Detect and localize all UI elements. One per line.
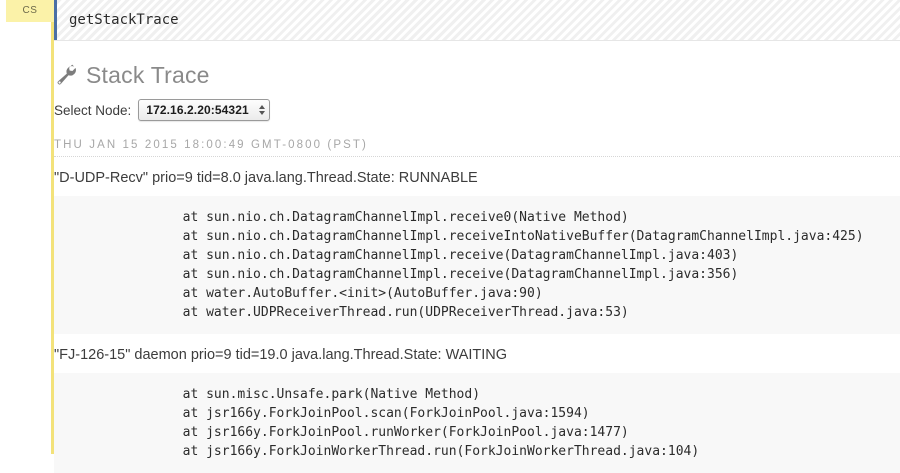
stack-frame: at sun.misc.Unsafe.park(Native Method) — [120, 387, 481, 402]
stack-frame: at sun.nio.ch.DatagramChannelImpl.receiv… — [120, 248, 739, 263]
chevron-updown-icon — [258, 105, 265, 115]
wrench-icon — [54, 63, 78, 87]
stack-frame: at sun.nio.ch.DatagramChannelImpl.receiv… — [120, 229, 864, 244]
stack-frame: at water.UDPReceiverThread.run(UDPReceiv… — [120, 305, 629, 320]
notebook-cell: CS getStackTrace Stack Trace Select Node… — [6, 0, 900, 473]
page-title: Stack Trace — [86, 61, 210, 88]
cell-type-badge[interactable]: CS — [6, 0, 54, 22]
thread-entry-1: "FJ-126-15" daemon prio=9 tid=19.0 java.… — [54, 347, 900, 473]
stack-trace-block: at sun.nio.ch.DatagramChannelImpl.receiv… — [54, 196, 900, 334]
stack-frame: at sun.nio.ch.DatagramChannelImpl.receiv… — [120, 210, 629, 225]
thread-header: "FJ-126-15" daemon prio=9 tid=19.0 java.… — [54, 347, 508, 363]
stack-trace-block: at sun.misc.Unsafe.park(Native Method) a… — [54, 373, 900, 473]
stack-frame: at sun.nio.ch.DatagramChannelImpl.receiv… — [120, 267, 739, 282]
trace-timestamp: THU JAN 15 2015 18:00:49 GMT-0800 (PST) — [54, 139, 900, 157]
cell-input-caret-bar — [54, 0, 57, 40]
stack-frame: at jsr166y.ForkJoinWorkerThread.run(Fork… — [120, 444, 700, 459]
cell-input-text[interactable]: getStackTrace — [69, 12, 179, 28]
thread-entry-0: "D-UDP-Recv" prio=9 tid=8.0 java.lang.Th… — [54, 170, 900, 334]
thread-header: "D-UDP-Recv" prio=9 tid=8.0 java.lang.Th… — [54, 170, 478, 186]
node-select-value: 172.16.2.20:54321 — [146, 103, 249, 117]
node-select-label: Select Node: — [54, 102, 132, 118]
cell-output: Stack Trace Select Node: 172.16.2.20:543… — [54, 41, 900, 473]
stack-frame: at jsr166y.ForkJoinPool.runWorker(ForkJo… — [120, 425, 629, 440]
cell-input-row[interactable]: getStackTrace — [54, 0, 900, 41]
cell-accent-stripe — [51, 0, 54, 454]
panel-title: Stack Trace — [54, 63, 900, 87]
stack-frame: at jsr166y.ForkJoinPool.scan(ForkJoinPoo… — [120, 406, 590, 421]
stack-frame: at water.AutoBuffer.<init>(AutoBuffer.ja… — [120, 286, 543, 301]
node-select[interactable]: 172.16.2.20:54321 — [138, 99, 270, 121]
node-selector-row: Select Node: 172.16.2.20:54321 — [54, 99, 900, 121]
